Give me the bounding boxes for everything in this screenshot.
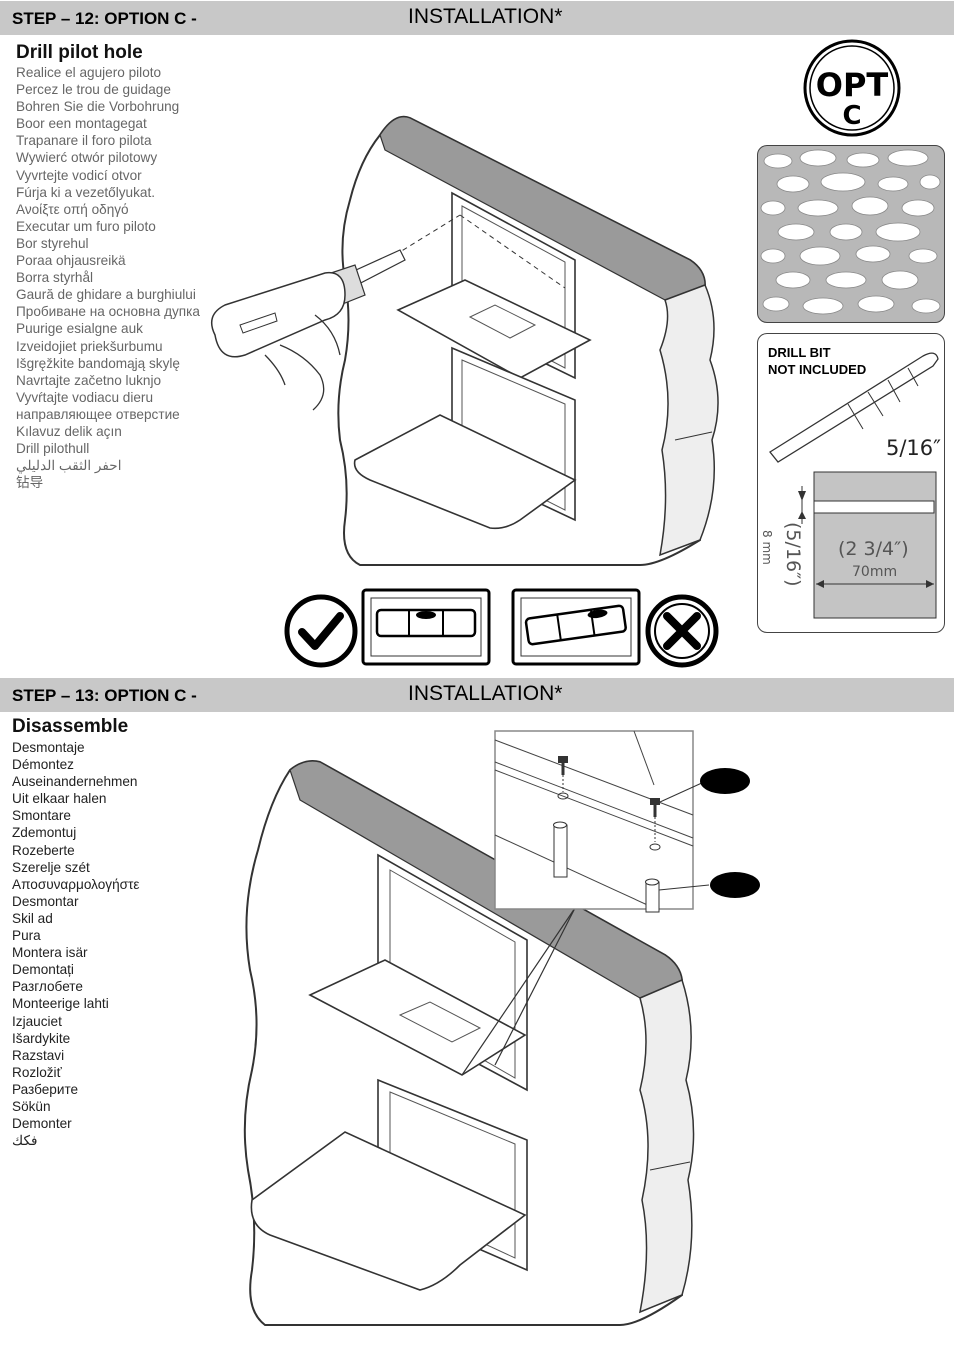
step13-section: INSTALLATION* (408, 682, 563, 705)
translation-item: Fúrja ki a vezetőlyukat. (16, 184, 156, 200)
translation-item: Démontez (12, 757, 74, 773)
translation-item: Разберите (12, 1081, 79, 1097)
translation-item: Monteerige lahti (12, 996, 109, 1012)
translation-item: Boor een montagegat (16, 116, 147, 132)
correct-check-icon (284, 594, 358, 668)
drill-icon (210, 249, 406, 411)
translation-item: Demontați (12, 962, 74, 978)
translation-item: Percez le trou de guidage (16, 82, 171, 98)
translation-item: Разглобете (12, 979, 83, 995)
drill-bit-line1: DRILL BIT (768, 345, 831, 360)
translation-item: Uit elkaar halen (12, 791, 107, 807)
translation-item: Vyvŕtajte vodiacu dieru (16, 389, 154, 405)
step12-section: INSTALLATION* (408, 5, 563, 28)
part-marker-2-icon (710, 872, 760, 898)
translation-item: Izveidojiet priekšurbumu (16, 338, 163, 354)
translation-item: Trapanare il foro pilota (16, 133, 152, 149)
step12-title: STEP – 12: OPTION C - (12, 9, 197, 28)
dim-diameter-mm: 8 mm (760, 530, 774, 565)
level-straight-icon (361, 588, 491, 666)
drill-bit-size: 5/16″ (886, 436, 942, 460)
translation-item: Išgręžkite bandomąją skylę (16, 355, 180, 371)
translation-item: Navrtajte začetno luknjo (16, 372, 162, 388)
translation-item: 钻导 (16, 475, 44, 491)
translation-item: Demonter (12, 1116, 72, 1132)
translation-item: Executar um furo piloto (16, 218, 156, 234)
stone-wall-panel (757, 145, 945, 323)
drill-bit-icon (769, 352, 939, 619)
dim-depth-in: (2 3/4″) (838, 538, 909, 560)
step12-header-bar: STEP – 12: OPTION C - INSTALLATION* (0, 1, 954, 35)
translation-item: Zdemontuj (12, 825, 77, 841)
translation-item: Rozložiť (12, 1064, 62, 1080)
translation-item: Vyvrtejte vodicí otvor (16, 167, 142, 183)
translation-item: Skil ad (12, 910, 53, 926)
translation-item: Pura (12, 928, 41, 944)
opt-c-badge-icon: OPT C (803, 39, 901, 137)
step13-heading: Disassemble (12, 716, 129, 737)
step13-title: STEP – 13: OPTION C - (12, 686, 197, 705)
translation-item: направляющее отверстие (16, 406, 180, 422)
step13-wall-illustration (243, 760, 695, 1326)
dim-diameter-in: (5/16″) (782, 522, 804, 587)
translation-item: Poraa ohjausreikä (16, 253, 126, 269)
level-tilted-icon (511, 588, 641, 666)
step12-heading: Drill pilot hole (16, 42, 143, 63)
translation-item: Puurige esialgne auk (16, 321, 143, 337)
part-marker-1-icon (700, 768, 750, 794)
translation-item: Montera isär (12, 945, 88, 961)
translation-item: Auseinandernehmen (12, 774, 138, 790)
translation-item: Borra styrhål (16, 270, 94, 286)
translation-item: Gaură de ghidare a burghiului (16, 287, 196, 303)
translation-item: Drill pilothull (16, 441, 90, 457)
translation-item: Izjauciet (12, 1013, 62, 1029)
step13-header-bar: STEP – 13: OPTION C - INSTALLATION* (0, 678, 954, 712)
translation-item: Пробиване на основна дупка (16, 304, 200, 320)
translation-item: احفر الثقب الدليلي (16, 458, 122, 474)
drill-bit-line2: NOT INCLUDED (768, 362, 867, 377)
drill-bit-panel: DRILL BIT NOT INCLUDED 5/16″ (5/16″) 8 m… (757, 333, 945, 633)
badge-c-text: C (842, 101, 861, 131)
drill-bit-label: DRILL BIT NOT INCLUDED (768, 344, 866, 378)
translation-item: Desmontar (12, 893, 79, 909)
translation-item: Kılavuz delik açın (16, 423, 122, 439)
translation-item: Išardykite (12, 1030, 71, 1046)
translation-item: Szerelje szét (12, 859, 90, 875)
incorrect-x-icon (645, 594, 719, 668)
translation-item: Bohren Sie die Vorbohrung (16, 99, 180, 115)
detail-callout-box (494, 730, 710, 913)
badge-opt-text: OPT (816, 66, 889, 104)
translation-item: Rozeberte (12, 842, 75, 858)
translation-item: Αποσυναρμολογήστε (12, 876, 140, 892)
translation-item: Ανοίξτε οπή οδηγό (16, 201, 129, 217)
translation-item: Sökün (12, 1098, 51, 1114)
translation-item: فكك (12, 1133, 38, 1149)
translation-item: Bor styrehul (16, 235, 89, 251)
dim-depth-mm: 70mm (852, 564, 898, 580)
translation-item: Realice el agujero piloto (16, 65, 162, 80)
step12-wall-illustration (337, 115, 719, 566)
translation-item: Smontare (12, 808, 71, 824)
translation-item: Desmontaje (12, 740, 85, 755)
translation-item: Razstavi (12, 1047, 65, 1063)
translation-item: Wywierć otwór pilotowy (16, 150, 158, 166)
